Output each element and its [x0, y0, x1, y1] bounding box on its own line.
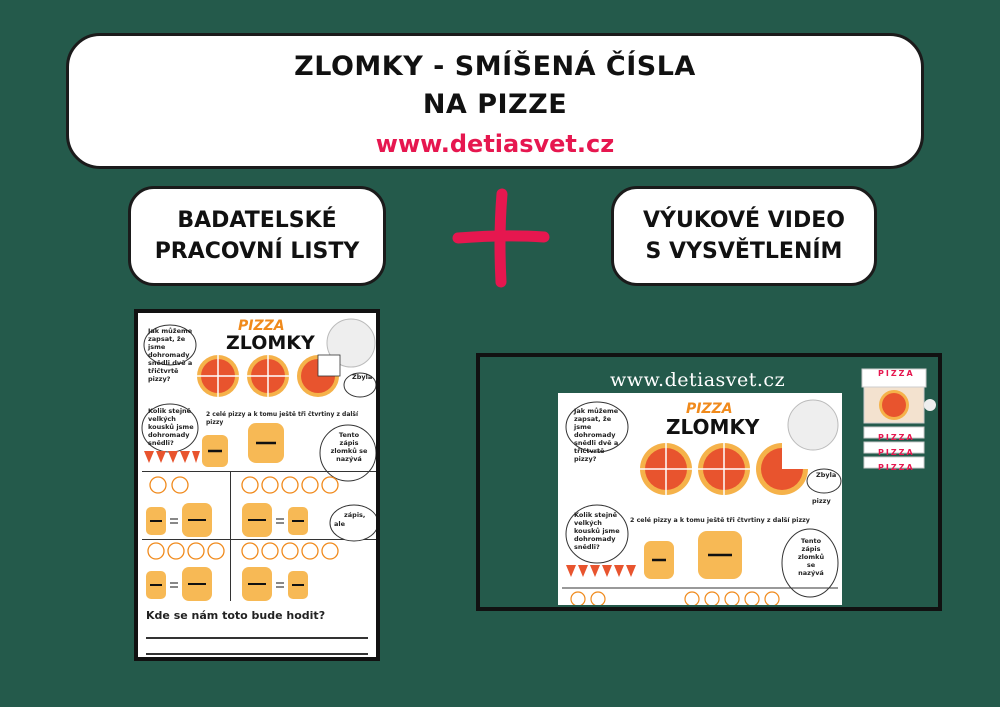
video-question-2: Kolik stejně velkých kousků jsme dohroma… — [574, 511, 620, 551]
box-label-1: PIZZA — [878, 369, 915, 378]
title-line-2: NA PIZZE — [422, 89, 568, 120]
answer-line — [146, 637, 368, 639]
exercise-grid — [146, 476, 376, 601]
worksheet-footer-question: Kde se nám toto bude hodit? — [146, 609, 326, 622]
box-label-3: PIZZA — [878, 448, 915, 457]
speech-bubble-icon — [143, 324, 197, 366]
worksheet-question-2: Kolik stejně velkých kousků jsme dohroma… — [148, 407, 194, 447]
video-zbyla: Zbyla — [816, 471, 837, 479]
video-title: ZLOMKY — [666, 415, 760, 439]
divider — [142, 471, 376, 472]
video-pizza-word: PIZZA — [686, 401, 733, 417]
video-label-line1: VÝUKOVÉ VIDEO — [643, 208, 845, 233]
worksheet-title: ZLOMKY — [226, 332, 315, 354]
video-slide[interactable]: PIZZA ZLOMKY Jak můžeme zapsat, že jsme … — [558, 393, 842, 605]
pizza-slices-icon — [566, 565, 636, 577]
video-question-1: Jak můžeme zapsat, že jsme dohromady sně… — [574, 407, 619, 463]
worksheet-caption: 2 celé pizzy a k tomu ještě tři čtvrtiny… — [206, 411, 359, 426]
worksheet-question-1: Jak můžeme zapsat, že jsme dohromady sně… — [148, 327, 193, 383]
speech-bubble-icon — [565, 401, 629, 453]
title-banner: ZLOMKY - SMÍŠENÁ ČÍSLA NA PIZZE www.deti… — [66, 33, 924, 169]
video-label-line2: S VYSVĚTLENÍM — [645, 239, 843, 264]
box-label-2: PIZZA — [878, 433, 915, 442]
video-pizzy: pizzy — [812, 497, 831, 505]
fraction-boxes — [644, 531, 742, 579]
website-url[interactable]: www.detiasvet.cz — [375, 130, 615, 158]
exercise-row — [562, 587, 838, 605]
video-label: VÝUKOVÉ VIDEO S VYSVĚTLENÍM — [611, 186, 877, 286]
plus-icon — [452, 188, 550, 288]
worksheet-ale: ale — [334, 520, 346, 528]
divider — [142, 539, 376, 540]
speech-bubble-icon — [781, 528, 839, 598]
speech-bubble-icon — [319, 424, 376, 482]
zbyla-bubble — [806, 468, 842, 494]
pizza-slices-icon — [144, 451, 200, 463]
worksheet-tento: Tento zápis zlomků se nazývá — [330, 431, 368, 463]
worksheets-label-line2: PRACOVNÍ LISTY — [154, 239, 360, 264]
pizza-box-icon — [861, 368, 936, 469]
fraction-boxes — [202, 423, 284, 467]
worksheet-pizza-word: PIZZA — [238, 318, 285, 334]
video-caption: 2 celé pizzy a k tomu ještě tři čtvrtiny… — [630, 517, 810, 524]
worksheets-label: BADATELSKÉ PRACOVNÍ LISTY — [128, 186, 386, 286]
title-line-1: ZLOMKY - SMÍŠENÁ ČÍSLA — [294, 51, 696, 82]
divider — [230, 471, 231, 601]
video-preview[interactable]: www.detiasvet.cz PIZZA ZLOMKY Jak můžeme… — [476, 353, 942, 611]
stamp-icon — [787, 399, 839, 451]
pizzas-icon — [640, 443, 808, 495]
worksheet-zbyla: Zbyla — [352, 373, 373, 381]
worksheets-label-line1: BADATELSKÉ — [177, 208, 337, 233]
answer-line — [146, 653, 368, 655]
speech-bubble-icon — [565, 504, 629, 564]
pizzas-icon — [197, 354, 341, 397]
worksheet-zapis: zápis, — [344, 511, 366, 519]
video-url: www.detiasvet.cz — [610, 369, 786, 391]
box-label-4: PIZZA — [878, 463, 915, 472]
worksheet-preview[interactable]: PIZZA ZLOMKY Jak můžeme zapsat, že jsme … — [134, 309, 380, 661]
zbyla-bubble — [343, 372, 376, 398]
video-tento: Tento zápis zlomků se nazývá — [797, 537, 825, 577]
